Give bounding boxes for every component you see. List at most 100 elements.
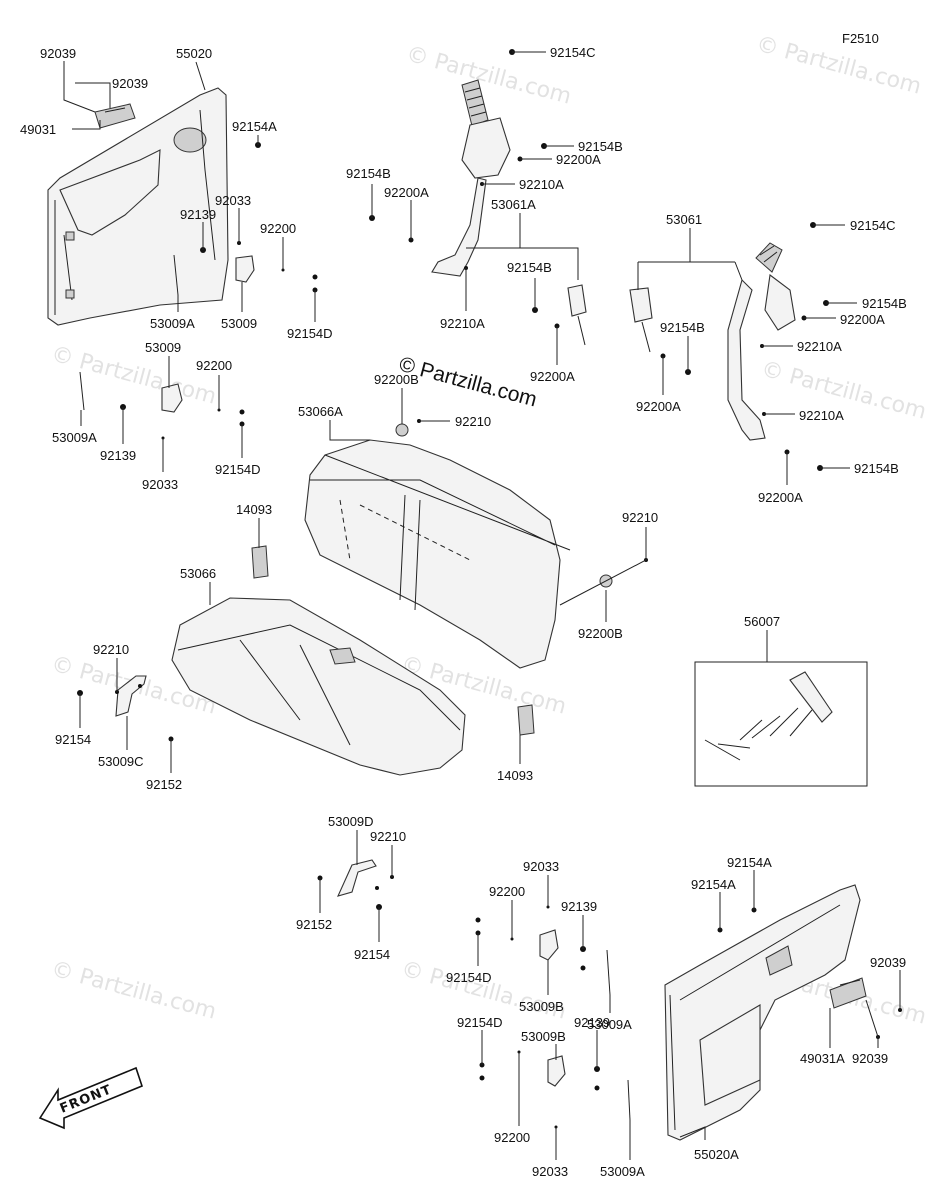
part-label: 53009B: [521, 1029, 566, 1044]
part-label: 53009D: [328, 814, 374, 829]
part-label: 53009: [145, 340, 181, 355]
figure-code: F2510: [842, 31, 879, 46]
part-label: 92154B: [578, 139, 623, 154]
tool-kit-box: [694, 661, 868, 787]
part-label: 53061A: [491, 197, 536, 212]
part-label: 92154D: [215, 462, 261, 477]
part-label: 92200A: [384, 185, 429, 200]
clip-14093-lower: [517, 704, 535, 736]
part-label: 92200: [494, 1130, 530, 1145]
part-label: 92154A: [691, 877, 736, 892]
front-label: FRONT: [58, 1082, 114, 1116]
leader-lines: [63, 51, 901, 1160]
part-label: 92154C: [550, 45, 596, 60]
bracket-49031a: [829, 977, 867, 1009]
part-label: 55020A: [694, 1147, 739, 1162]
bracket-49031: [94, 103, 136, 129]
part-label: 92139: [100, 448, 136, 463]
part-label: 92033: [215, 193, 251, 208]
seat-belt-53061: [629, 242, 796, 441]
part-label: 92154: [354, 947, 390, 962]
seat-base-53066: [171, 597, 466, 776]
clip-14093-upper: [251, 545, 269, 579]
part-label: 92200A: [758, 490, 803, 505]
part-label: 92210: [622, 510, 658, 525]
part-label: 92210A: [519, 177, 564, 192]
part-label: 53009A: [587, 1017, 632, 1032]
part-label: 92154: [55, 732, 91, 747]
part-label: 92039: [112, 76, 148, 91]
part-label: 92033: [142, 477, 178, 492]
part-label: 14093: [236, 502, 272, 517]
bolts-53009a: [79, 254, 631, 1121]
part-label: 92039: [40, 46, 76, 61]
part-label: 49031: [20, 122, 56, 137]
part-label: 55020: [176, 46, 212, 61]
part-label: 92210A: [797, 339, 842, 354]
part-labels: 92039 55020 92039 49031 92154A 92033 921…: [20, 45, 907, 1179]
part-label: 92033: [523, 859, 559, 874]
part-label: 92139: [574, 1015, 610, 1030]
bracket-53009b-upper: [539, 929, 559, 961]
part-label: 92033: [532, 1164, 568, 1179]
watermark: © Partzilla.com: [48, 957, 218, 1025]
bracket-53009d: [337, 859, 377, 897]
part-label: 92152: [146, 777, 182, 792]
part-label: 92200: [196, 358, 232, 373]
seat-belt-53061a: [431, 79, 587, 346]
part-label: 92039: [870, 955, 906, 970]
seat-back-53066a: [304, 439, 571, 669]
bracket-53009-upper: [235, 255, 255, 283]
part-label: 92154A: [232, 119, 277, 134]
part-label: 92210A: [440, 316, 485, 331]
part-label: 92154B: [862, 296, 907, 311]
part-label: 53066: [180, 566, 216, 581]
right-side-panel: [664, 884, 861, 1141]
front-arrow-icon: FRONT: [38, 1066, 143, 1130]
part-label: 92154D: [287, 326, 333, 341]
part-label: 53009B: [519, 999, 564, 1014]
part-label: 92200A: [530, 369, 575, 384]
part-label: 53066A: [298, 404, 343, 419]
part-label: 92200A: [636, 399, 681, 414]
watermark: © Partzilla.com: [403, 42, 573, 110]
part-label: 53061: [666, 212, 702, 227]
part-label: 92200B: [374, 372, 419, 387]
part-label: 92210: [93, 642, 129, 657]
part-label: 53009C: [98, 754, 144, 769]
bracket-53009-lower: [161, 383, 183, 413]
watermark: © Partzilla.com: [753, 32, 923, 100]
part-label: 92210: [455, 414, 491, 429]
part-label: 92154B: [507, 260, 552, 275]
part-label: 92200A: [556, 152, 601, 167]
part-label: 92210A: [799, 408, 844, 423]
part-label: 92154B: [660, 320, 705, 335]
part-label: 92200A: [840, 312, 885, 327]
watermark: © Partzilla.com: [48, 342, 218, 410]
part-label: 92039: [852, 1051, 888, 1066]
part-label: 92200: [489, 884, 525, 899]
part-label: 92154C: [850, 218, 896, 233]
part-label: 53009A: [600, 1164, 645, 1179]
part-label: 92200: [260, 221, 296, 236]
part-label: 92154D: [446, 970, 492, 985]
part-label: 92154D: [457, 1015, 503, 1030]
left-side-panel: [47, 87, 229, 326]
part-label: 92152: [296, 917, 332, 932]
part-label: 92200B: [578, 626, 623, 641]
part-label: 92210: [370, 829, 406, 844]
part-label: 53009: [221, 316, 257, 331]
part-label: 92154A: [727, 855, 772, 870]
part-label: 92139: [561, 899, 597, 914]
part-label: 53009A: [150, 316, 195, 331]
part-label: 56007: [744, 614, 780, 629]
part-label: 49031A: [800, 1051, 845, 1066]
bracket-53009b-lower: [547, 1055, 566, 1087]
part-label: 53009A: [52, 430, 97, 445]
part-label: 14093: [497, 768, 533, 783]
part-label: 92154B: [346, 166, 391, 181]
part-label: 92154B: [854, 461, 899, 476]
part-label: 92139: [180, 207, 216, 222]
